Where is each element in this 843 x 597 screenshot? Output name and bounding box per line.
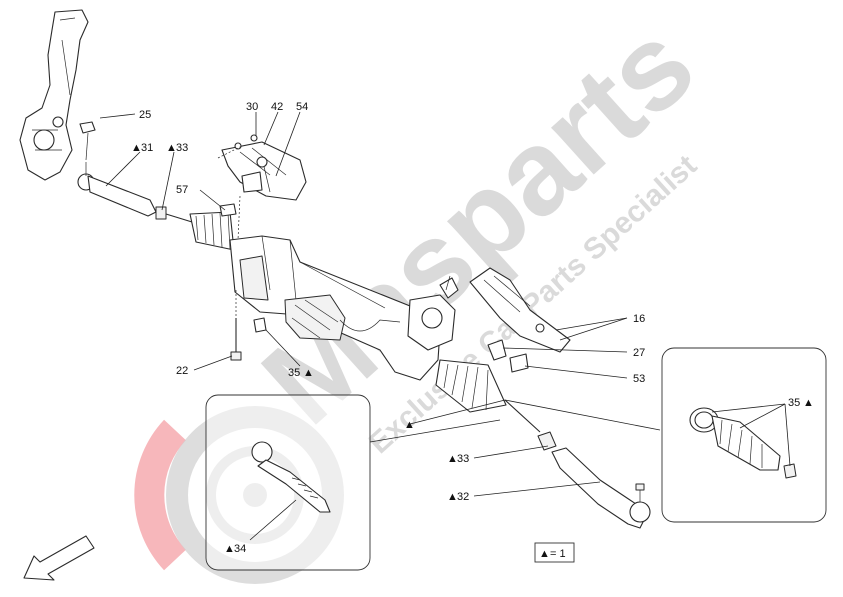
legend-marker: ▲ <box>539 548 550 560</box>
leader-lines <box>99 111 791 541</box>
callout-33-right: 33 <box>457 453 469 465</box>
callout-31: 31 <box>141 142 153 154</box>
callout-30: 30 <box>246 101 258 113</box>
inset-box-boot-kit <box>661 347 827 523</box>
callout-25: 25 <box>139 109 151 121</box>
marker-31: ▲ <box>131 142 142 154</box>
dashed-link-b <box>237 195 241 241</box>
nut-33-right <box>537 431 557 451</box>
marker-33-left: ▲ <box>166 142 177 154</box>
callout-27: 27 <box>633 347 645 359</box>
mount-bracket-center <box>221 134 307 201</box>
marker-35-center: ▲ <box>303 367 314 379</box>
bracket-upper-right <box>469 267 571 353</box>
bolt-25 <box>79 121 96 161</box>
callout-34: 34 <box>234 543 246 555</box>
callout-22: 22 <box>176 365 188 377</box>
dashed-link-a <box>217 145 243 159</box>
clip-27 <box>487 339 507 361</box>
inner-thread-left <box>165 213 193 223</box>
callout-35-right: 35 <box>788 397 800 409</box>
clamp-57 <box>219 203 237 217</box>
washer-35 <box>253 317 267 333</box>
boot-right <box>435 359 507 413</box>
boot-left <box>189 211 235 251</box>
callout-33-left: 33 <box>176 142 188 154</box>
front-direction-arrow <box>23 535 95 581</box>
callout-53: 53 <box>633 373 645 385</box>
legend-box: ▲ = 1 <box>534 542 575 563</box>
nut-33-left <box>155 206 167 220</box>
marker-32: ▲ <box>447 491 458 503</box>
clip-53 <box>509 353 529 373</box>
inset-box-inner-tie-rod <box>205 394 371 571</box>
legend-text: = 1 <box>550 548 566 560</box>
tie-rod-end-right <box>551 447 651 529</box>
marker-33-right: ▲ <box>447 453 458 465</box>
callout-35-center: 35 <box>288 367 300 379</box>
callout-57: 57 <box>176 184 188 196</box>
inner-thread-right <box>504 399 541 433</box>
motor-unit <box>284 294 401 341</box>
marker-35-right: ▲ <box>803 397 814 409</box>
callout-16: 16 <box>633 313 645 325</box>
pinion-housing <box>407 275 459 351</box>
callout-32: 32 <box>457 491 469 503</box>
marker-standalone: ▲ <box>404 419 415 431</box>
marker-34: ▲ <box>224 543 235 555</box>
tie-rod-end-left <box>77 162 157 217</box>
callout-42: 42 <box>271 101 283 113</box>
steering-knuckle <box>19 9 89 181</box>
callout-54: 54 <box>296 101 308 113</box>
bolt-22 <box>230 318 242 361</box>
